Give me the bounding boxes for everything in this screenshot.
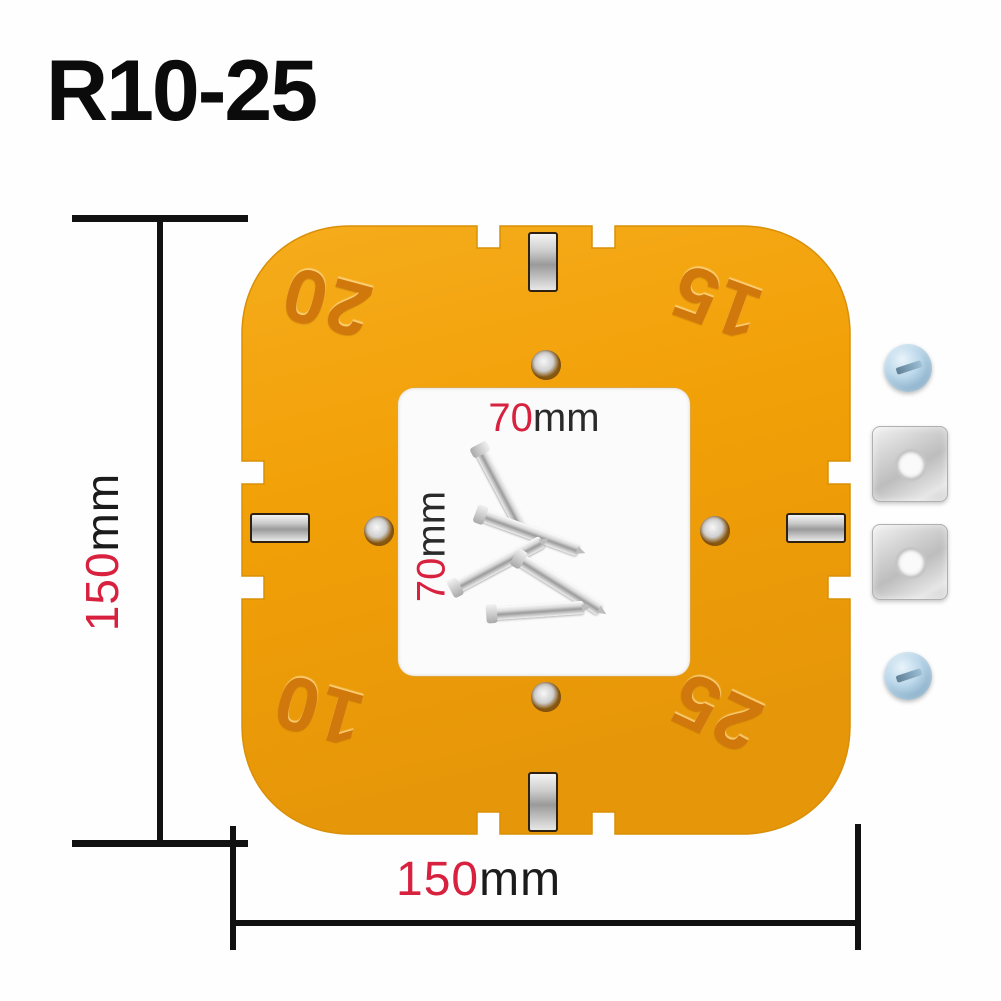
screw-hole-left bbox=[364, 516, 394, 546]
horizontal-dimension-line bbox=[232, 920, 860, 926]
metal-pin-insert-right bbox=[786, 513, 846, 543]
metal-pin-insert-top bbox=[528, 232, 558, 292]
vertical-dimension-line bbox=[157, 217, 163, 845]
page-title: R10-25 bbox=[46, 43, 318, 139]
screw-hole-bottom bbox=[531, 682, 561, 712]
height-dimension-label: 150mm bbox=[75, 402, 129, 702]
accessory-square-metal-plate-upper bbox=[872, 426, 948, 502]
accessory-pan-head-screw-bottom bbox=[884, 652, 932, 700]
metal-pin-insert-bottom bbox=[528, 772, 558, 832]
width-dimension-unit: mm bbox=[479, 853, 562, 906]
width-dimension-label: 150mm bbox=[396, 852, 561, 907]
metal-pin-insert-left bbox=[250, 513, 310, 543]
screw-hole-right bbox=[700, 516, 730, 546]
horizontal-dimension-left-extension bbox=[230, 826, 236, 950]
window-width-unit: mm bbox=[532, 396, 600, 440]
window-width-value: 70 bbox=[488, 396, 533, 440]
height-dimension-value: 150 bbox=[76, 551, 128, 632]
accessory-pan-head-screw-top bbox=[884, 344, 932, 392]
router-jig-template: 20 15 10 25 70mm 70mm bbox=[232, 216, 860, 844]
height-dimension-unit: mm bbox=[76, 472, 128, 552]
window-width-label: 70mm bbox=[398, 396, 690, 441]
screw-hole-top bbox=[531, 350, 561, 380]
wood-screw bbox=[491, 600, 585, 621]
accessory-square-metal-plate-lower bbox=[872, 524, 948, 600]
horizontal-dimension-right-extension bbox=[855, 824, 861, 950]
vertical-dimension-bottom-cap bbox=[72, 840, 248, 847]
screw-cluster bbox=[426, 446, 666, 672]
width-dimension-value: 150 bbox=[396, 853, 480, 906]
jig-inner-window: 70mm 70mm bbox=[398, 388, 690, 676]
